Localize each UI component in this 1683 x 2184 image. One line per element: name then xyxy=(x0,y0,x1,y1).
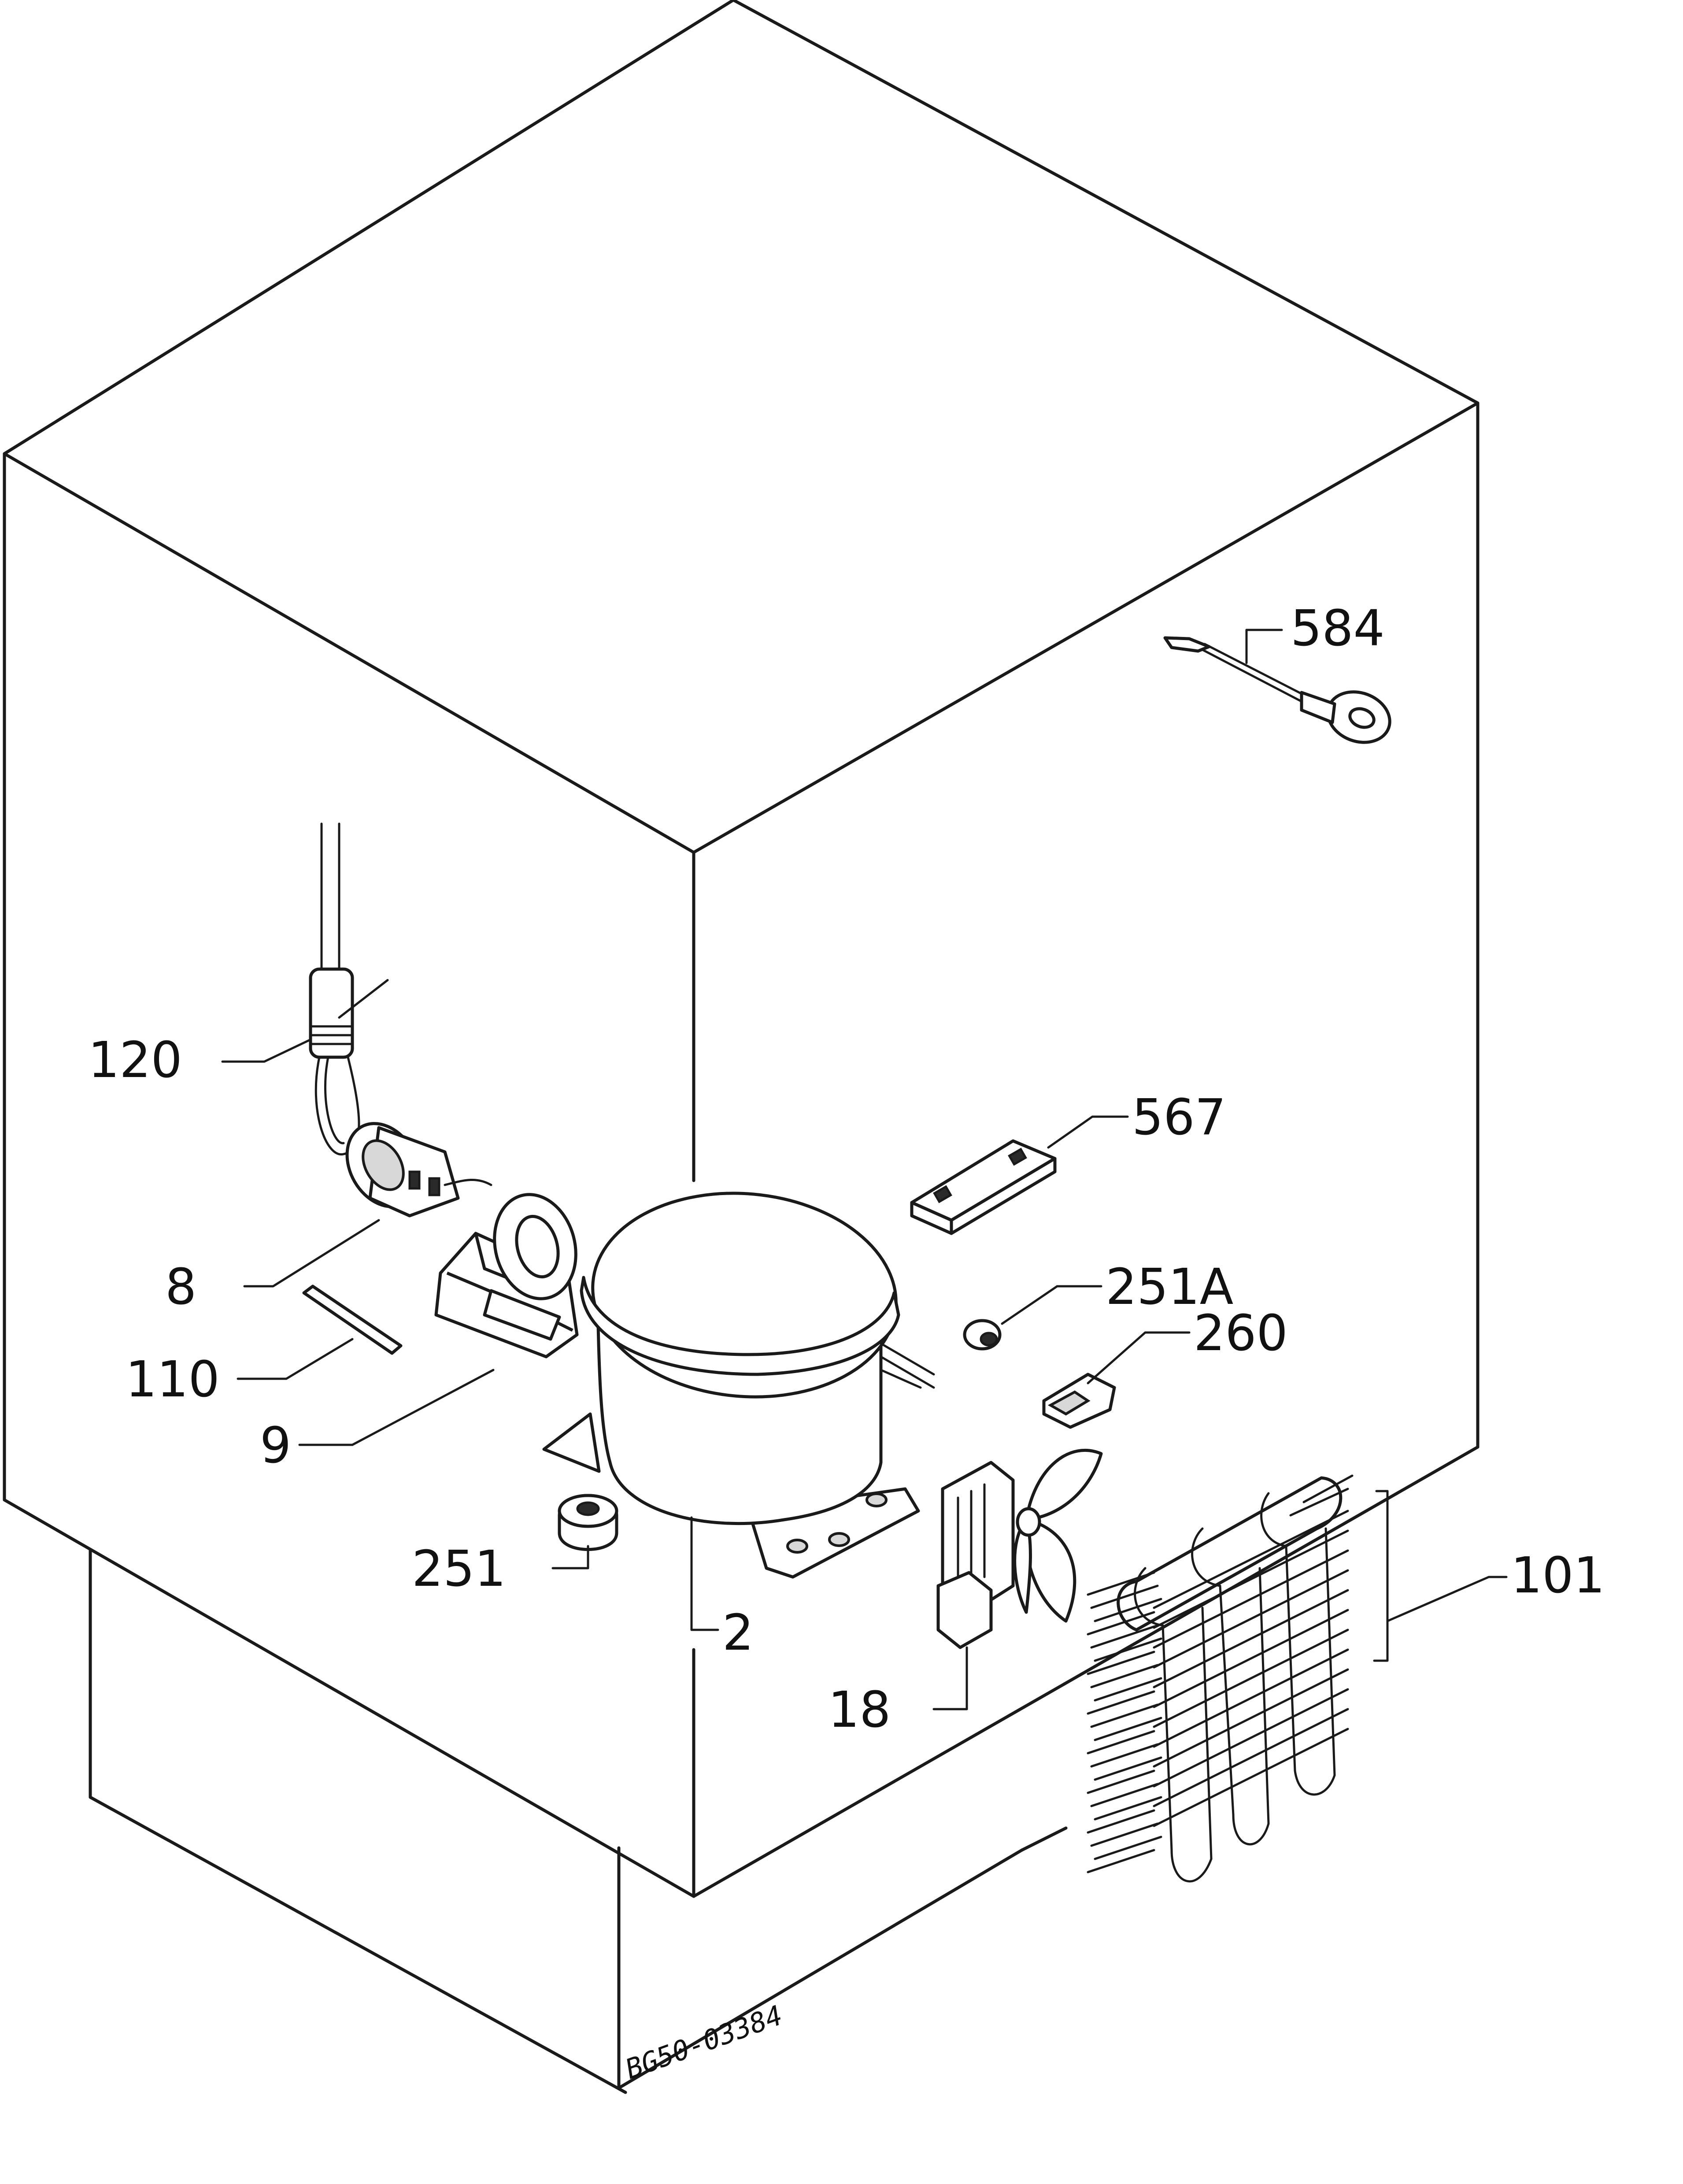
fin-line xyxy=(1094,1756,1162,1781)
cabinet-plinth xyxy=(89,1549,1068,2094)
fin-line xyxy=(1087,1690,1155,1715)
fin-line xyxy=(1087,1769,1155,1794)
part-584-earth-strap xyxy=(1163,629,1391,744)
grid-line xyxy=(1153,1629,1349,1728)
grid-line xyxy=(1153,1668,1349,1768)
part-110-rod xyxy=(237,1284,403,1380)
label-584: 584 xyxy=(1291,600,1385,657)
part-9-clamp xyxy=(298,1193,579,1446)
grid-line xyxy=(1153,1688,1349,1788)
grid-line xyxy=(1153,1708,1349,1807)
condenser-grid xyxy=(1153,1510,1349,1827)
part-251A-grommet xyxy=(963,1285,1102,1351)
label-120: 120 xyxy=(88,1032,182,1089)
fin-line xyxy=(1090,1624,1159,1649)
grid-line xyxy=(1153,1609,1349,1708)
condenser-fins xyxy=(1087,1571,1162,1873)
label-101: 101 xyxy=(1511,1547,1605,1604)
fin-line xyxy=(1090,1743,1159,1768)
label-2: 2 xyxy=(722,1604,754,1662)
grid-line xyxy=(1153,1569,1349,1669)
fin-line xyxy=(1087,1809,1155,1834)
part-101-condenser xyxy=(1087,1474,1508,1883)
grid-line xyxy=(1153,1648,1349,1748)
fin-line xyxy=(1087,1611,1155,1636)
label-18: 18 xyxy=(828,1681,891,1739)
fin-line xyxy=(1090,1822,1159,1847)
grid-line xyxy=(1153,1510,1349,1609)
fin-line xyxy=(1087,1651,1155,1675)
fin-line xyxy=(1090,1783,1159,1807)
grid-line xyxy=(1153,1549,1349,1649)
part-8-starter-relay xyxy=(243,1122,492,1288)
fin-line xyxy=(1094,1637,1162,1662)
part-120-thermostat-wires xyxy=(221,822,389,1156)
grid-line xyxy=(1153,1589,1349,1688)
drawing-code: BG50-03384 xyxy=(621,1999,787,2085)
label-251A: 251A xyxy=(1106,1259,1233,1316)
fin-line xyxy=(1087,1730,1155,1755)
label-260: 260 xyxy=(1194,1305,1288,1362)
grid-line xyxy=(1153,1529,1349,1629)
fin-line xyxy=(1090,1584,1159,1609)
fin-line xyxy=(1094,1717,1162,1741)
label-110: 110 xyxy=(126,1351,220,1408)
part-18-fan-motor xyxy=(932,1448,1103,1710)
fin-line xyxy=(1094,1677,1162,1702)
fin-line xyxy=(1090,1703,1159,1728)
label-567: 567 xyxy=(1132,1089,1226,1146)
part-251-rubber-foot xyxy=(551,1494,618,1570)
label-251: 251 xyxy=(412,1540,506,1598)
fin-line xyxy=(1094,1598,1162,1622)
fin-line xyxy=(1087,1571,1155,1596)
fin-line xyxy=(1094,1836,1162,1860)
fin-line xyxy=(1087,1849,1155,1873)
fin-line xyxy=(1090,1664,1159,1688)
part-260-clip xyxy=(1042,1331,1191,1429)
cabinet-outline xyxy=(3,0,1480,1898)
grid-line xyxy=(1153,1728,1349,1827)
label-8: 8 xyxy=(165,1259,196,1316)
part-2-compressor xyxy=(542,1192,935,1631)
label-9: 9 xyxy=(260,1417,291,1474)
part-567-pad xyxy=(910,1115,1129,1235)
callout-labels: 584 120 567 8 251A 260 110 9 101 251 2 1… xyxy=(88,600,1605,1739)
fin-line xyxy=(1094,1796,1162,1821)
